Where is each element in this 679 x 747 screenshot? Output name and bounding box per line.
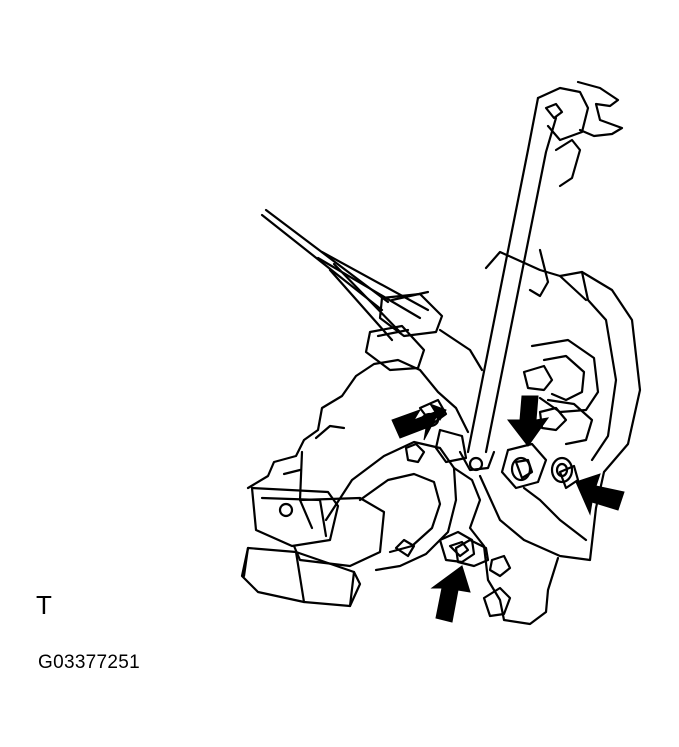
callout-arrow-2 [508,396,548,446]
callout-arrow-3 [576,474,624,514]
corner-mark: T [36,590,52,620]
actuator-housing [248,360,558,624]
callout-arrow-1 [392,410,440,440]
control-cables [262,210,428,340]
lock-body-housing [480,252,640,560]
lock-link-rod [460,82,622,470]
mounting-bolts [422,414,572,566]
figure-id-label: G03377251 [38,652,141,673]
callout-arrow-5 [430,404,446,420]
callout-arrows [392,396,624,622]
motor-block [242,488,384,606]
callout-arrow-4 [432,566,470,622]
